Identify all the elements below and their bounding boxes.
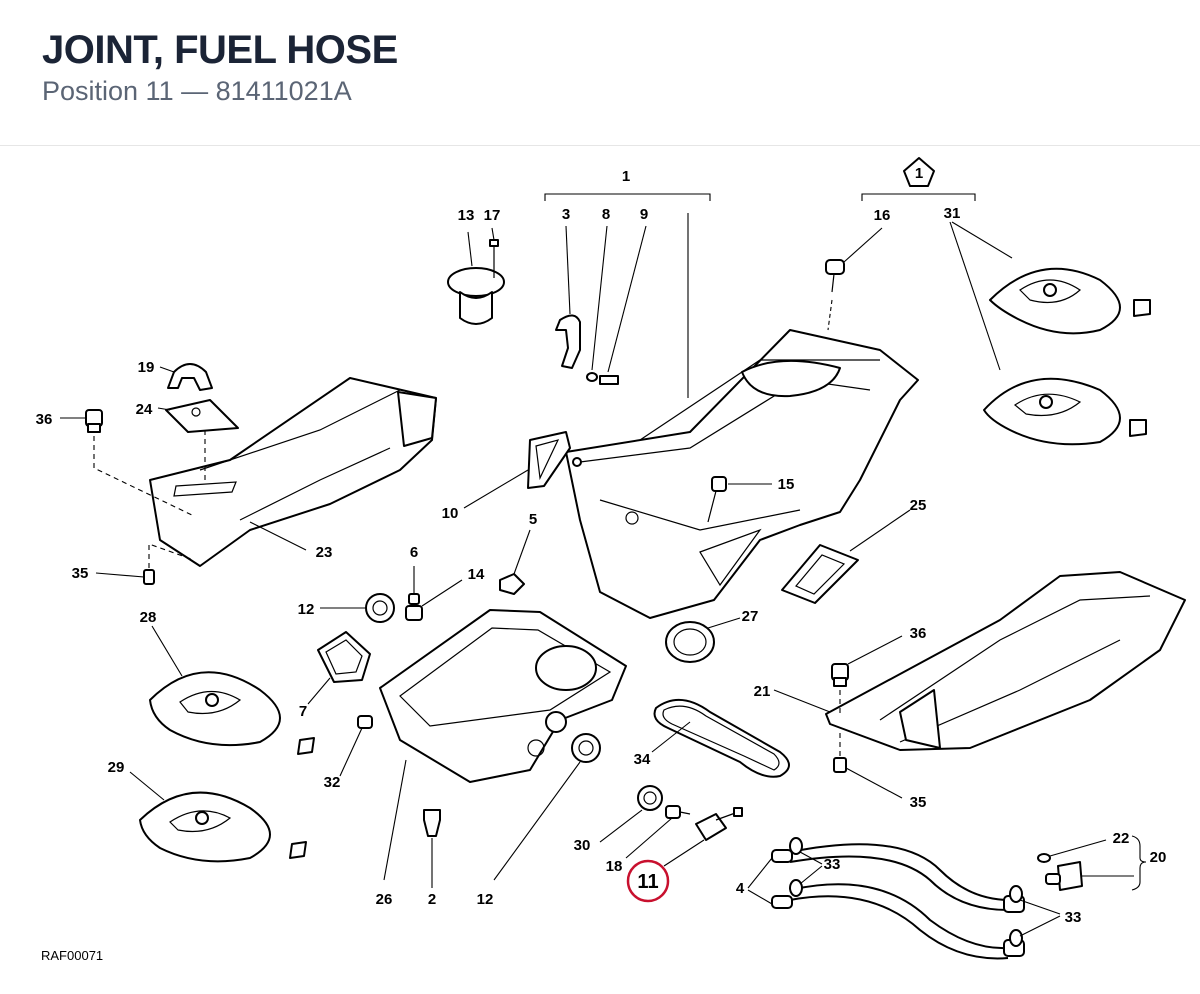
part-6-screw[interactable] (408, 566, 420, 605)
part-12-plug-lower[interactable] (493, 733, 601, 881)
part-36-plug-right[interactable] (831, 635, 903, 716)
callout-28: 28 (140, 609, 157, 626)
exploded-parts-diagram: 1 1 13 17 3 8 9 16 31 19 24 36 10 15 25 … (0, 146, 1200, 994)
part-13-cap[interactable] (447, 231, 505, 325)
callout-6: 6 (410, 544, 418, 561)
part-35-screw-right[interactable] (833, 730, 903, 799)
callout-21: 21 (754, 683, 771, 700)
callout-15: 15 (778, 476, 795, 493)
part-29-seal-ring[interactable] (129, 771, 307, 863)
part-position-subtitle: Position 11 — 81411021A (42, 76, 352, 106)
callout-30: 30 (574, 837, 591, 854)
part-4-fuel-hoses[interactable] (747, 843, 1025, 960)
part-12-plug-upper[interactable] (320, 593, 395, 623)
group-bracket-1 (544, 193, 711, 201)
callout-24: 24 (136, 401, 153, 418)
part-27-ring[interactable] (665, 617, 741, 663)
part-1-fuel-tank[interactable] (565, 329, 919, 619)
part-10-gasket[interactable] (463, 431, 571, 509)
part-31-seal-ring-upper[interactable] (989, 267, 1151, 335)
part-9-bolt[interactable] (599, 225, 647, 385)
callout-19: 19 (138, 359, 155, 376)
part-21-tank-right[interactable] (773, 571, 1186, 751)
triangle-reference-icon (903, 157, 935, 187)
callout-31: 31 (944, 205, 961, 222)
callout-9: 9 (640, 206, 648, 223)
callout-23: 23 (316, 544, 333, 561)
leader-part-31-b (949, 221, 1001, 371)
callout-25: 25 (910, 497, 927, 514)
part-33-clamps[interactable] (789, 837, 1061, 947)
callout-triangle-1: 1 (915, 165, 923, 182)
part-22-o-ring[interactable] (1037, 839, 1107, 863)
leader-part-31-a (951, 221, 1013, 259)
part-16-bolt[interactable] (825, 227, 883, 331)
callout-12-lower: 12 (477, 891, 494, 908)
callout-13: 13 (458, 207, 475, 224)
callout-26: 26 (376, 891, 393, 908)
callout-32: 32 (324, 774, 341, 791)
part-3-bracket[interactable] (555, 225, 581, 369)
callout-11-highlighted: 11 (637, 871, 658, 893)
part-7-grille[interactable] (307, 631, 371, 705)
part-2-plug[interactable] (423, 809, 441, 888)
callout-7: 7 (299, 703, 307, 720)
callout-8: 8 (602, 206, 610, 223)
callout-5: 5 (529, 511, 537, 528)
part-23-tank-left[interactable] (149, 377, 437, 567)
group-bracket-triangle (861, 193, 976, 201)
callout-18: 18 (606, 858, 623, 875)
part-24-bracket[interactable] (157, 399, 239, 480)
callout-35-left: 35 (72, 565, 89, 582)
callout-2: 2 (428, 891, 436, 908)
callout-22: 22 (1113, 830, 1130, 847)
page-header: JOINT, FUEL HOSE Position 11 — 81411021A (0, 0, 1200, 146)
callout-12-upper: 12 (298, 601, 315, 618)
callout-14: 14 (468, 566, 485, 583)
part-35-screw-left[interactable] (95, 543, 195, 585)
part-28-seal-ring[interactable] (149, 625, 315, 755)
part-5-cap[interactable] (499, 529, 531, 595)
callout-36-left: 36 (36, 411, 53, 428)
callout-27: 27 (742, 608, 759, 625)
part-11-fuel-hose-joint[interactable] (663, 807, 743, 867)
part-17-screw[interactable] (489, 227, 499, 278)
callout-16: 16 (874, 207, 891, 224)
callout-17: 17 (484, 207, 501, 224)
callout-35-right: 35 (910, 794, 927, 811)
callout-20: 20 (1150, 849, 1167, 866)
part-32-fitting[interactable] (339, 715, 373, 777)
part-14-grommet[interactable] (405, 579, 463, 621)
part-36-plug-left[interactable] (60, 409, 195, 517)
part-26-oil-pan[interactable] (379, 609, 627, 881)
part-18-fitting[interactable] (625, 805, 691, 859)
parts-drawing: 1 1 13 17 3 8 9 16 31 19 24 36 10 15 25 … (36, 157, 1186, 960)
callout-33-lower: 33 (1065, 909, 1082, 926)
part-34-belt-gasket[interactable] (651, 699, 790, 778)
part-19-clamp[interactable] (159, 363, 213, 391)
callout-10: 10 (442, 505, 459, 522)
part-15-screw[interactable] (707, 476, 772, 523)
callout-33-upper: 33 (824, 856, 841, 873)
part-25-gasket[interactable] (781, 509, 911, 604)
part-20-connector[interactable] (1045, 835, 1147, 891)
highlight-ring (626, 859, 670, 903)
page-title: JOINT, FUEL HOSE (42, 28, 398, 72)
callout-3: 3 (562, 206, 570, 223)
callout-34: 34 (634, 751, 651, 768)
callout-29: 29 (108, 759, 125, 776)
callout-1: 1 (622, 168, 630, 185)
part-8-washer[interactable] (586, 225, 608, 382)
part-30-grommet[interactable] (599, 785, 663, 843)
callout-36-right: 36 (910, 625, 927, 642)
callout-4: 4 (736, 880, 745, 897)
part-31-seal-ring-lower[interactable] (983, 377, 1147, 446)
drawing-code: RAF00071 (41, 948, 104, 963)
